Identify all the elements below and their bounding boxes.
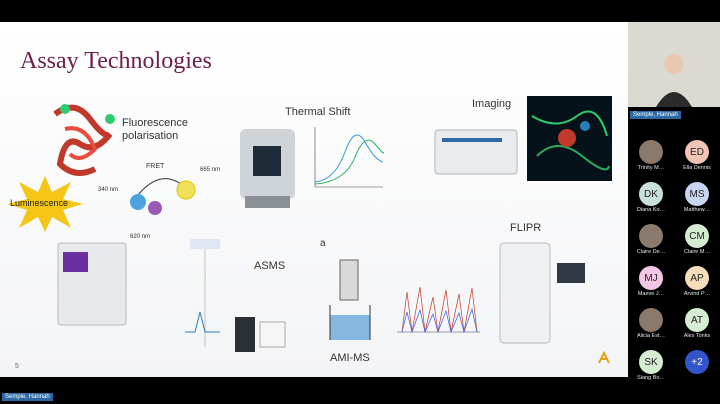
active-speaker-label: Semple, Hannah — [2, 393, 53, 401]
participant-avatar: AT — [685, 308, 709, 332]
slide-number: 5 — [15, 363, 19, 370]
thermal-shift-label: Thermal Shift — [285, 106, 351, 118]
participant-photo-icon — [639, 140, 663, 164]
asms-label: ASMS — [254, 260, 286, 272]
participant-name: Matthew… — [683, 207, 711, 213]
participant-name: Maeve J… — [637, 291, 665, 297]
luminescence-star — [7, 176, 83, 232]
protein-structure-figure — [53, 104, 115, 176]
participant-avatar: DK — [639, 182, 663, 206]
flipr-instrument — [499, 242, 585, 344]
participant-name: Diana Ko… — [636, 207, 666, 213]
presenter-name-tag: Semple, Hannah — [630, 111, 681, 119]
presenter-avatar-icon — [628, 22, 720, 107]
wavelength-665-label: 665 nm — [200, 167, 221, 173]
participant-name: Arvind P… — [683, 291, 711, 297]
ami-ms-label: AMI-MS — [330, 352, 370, 364]
ami-ms-signal-chart — [397, 286, 480, 334]
participant-name: Alicia Est… — [636, 333, 666, 339]
panel-a-label: a — [320, 238, 326, 249]
wavelength-340-label: 340 nm — [98, 187, 119, 193]
fret-diagram — [130, 178, 196, 215]
imaging-label: Imaging — [472, 98, 512, 110]
participant-tile[interactable]: +2 — [674, 350, 720, 375]
participant-avatar: ED — [685, 140, 709, 164]
participant-avatar: CM — [685, 224, 709, 248]
participant-name: Claire De… — [636, 249, 666, 255]
presenter-video — [628, 22, 720, 107]
participant-tile[interactable]: Trinity M… — [628, 140, 674, 171]
qpcr-instrument — [240, 129, 295, 208]
participant-photo-icon — [639, 308, 663, 332]
slide-title: Assay Technologies — [20, 48, 212, 74]
wavelength-620-label: 620 nm — [130, 234, 151, 240]
participant-avatar: MJ — [639, 266, 663, 290]
participant-avatar: +2 — [685, 350, 709, 374]
ami-ms-schematic — [329, 259, 371, 340]
luminescence-label: Luminescence — [10, 198, 69, 208]
participant-name: Alex Tonks — [683, 333, 711, 339]
participant-avatar: MS — [685, 182, 709, 206]
participant-avatar: AP — [685, 266, 709, 290]
participant-name: Claire M… — [684, 249, 710, 255]
plate-reader-instrument — [57, 242, 127, 326]
fret-label: FRET — [146, 163, 165, 170]
participant-photo-icon — [639, 224, 663, 248]
company-logo — [598, 350, 610, 364]
flipr-label: FLIPR — [510, 222, 542, 234]
participant-tile[interactable]: Claire De… — [628, 224, 674, 255]
participant-name: Siang Bo… — [637, 375, 665, 381]
asms-workflow-diagram — [185, 239, 286, 352]
participant-name: Trinity M… — [637, 165, 665, 171]
imaging-instrument — [434, 129, 518, 175]
top-bar — [0, 0, 720, 22]
participant-avatar: SK — [639, 350, 663, 374]
fluorescence-microscopy-image — [527, 96, 612, 181]
melting-curve-chart — [314, 127, 384, 188]
shared-slide: Assay Technologies Fluorescence polarisa… — [0, 22, 628, 377]
participant-tile[interactable]: Alicia Est… — [628, 308, 674, 339]
fluorescence-polarisation-label: Fluorescence polarisation — [122, 117, 189, 142]
participant-name: Ella Dennis — [683, 165, 711, 171]
